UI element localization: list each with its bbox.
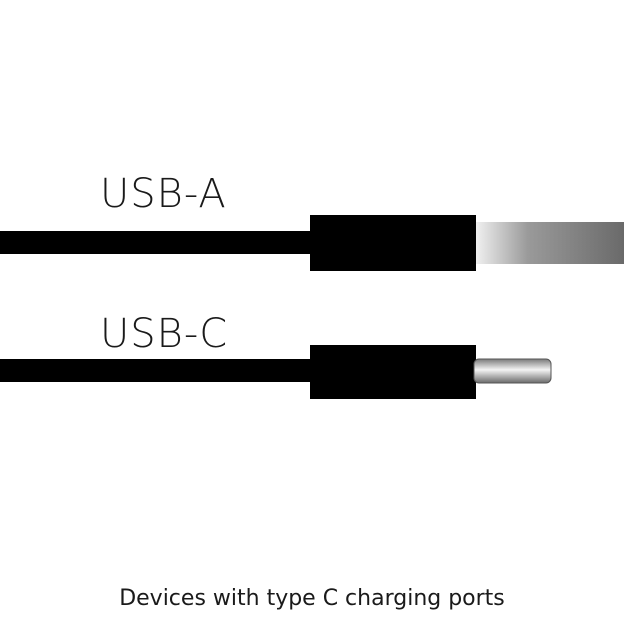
usb-c-cable-icon <box>0 345 552 399</box>
usb-c-label: USB-C <box>100 311 229 357</box>
caption-text: Devices with type C charging ports <box>119 586 505 611</box>
usb-a-cable-icon <box>0 215 624 271</box>
usb-c-plug-body <box>310 345 476 399</box>
usb-a-connector <box>476 222 624 264</box>
usb-a-wire <box>0 231 312 254</box>
usb-a-plug-body <box>310 215 476 271</box>
usb-a-label: USB-A <box>100 171 227 217</box>
usb-c-connector <box>473 358 552 384</box>
usb-c-wire <box>0 359 312 382</box>
